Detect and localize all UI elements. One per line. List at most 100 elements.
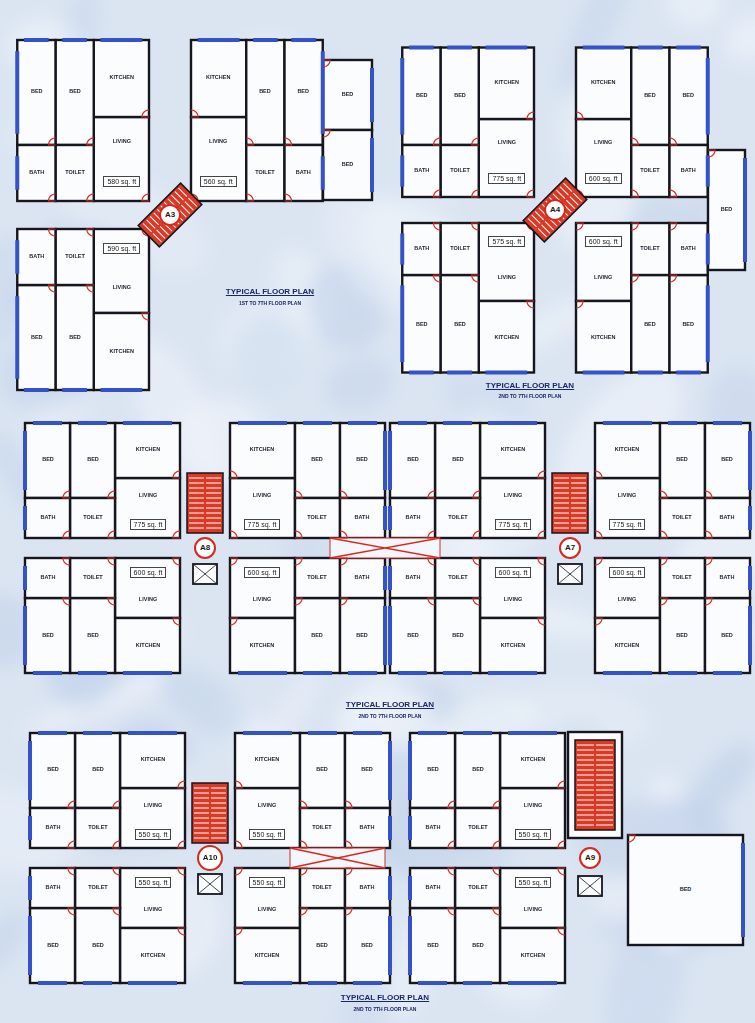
room-name: LIVING bbox=[258, 803, 276, 809]
stair-tread bbox=[596, 790, 613, 791]
stair-tread bbox=[206, 488, 221, 489]
door-swing bbox=[108, 491, 115, 498]
door-swing bbox=[448, 801, 455, 808]
room-walls bbox=[17, 40, 750, 983]
window-line bbox=[388, 506, 392, 530]
door-swing bbox=[527, 190, 534, 197]
door-swing bbox=[340, 598, 347, 605]
door-swing bbox=[473, 598, 480, 605]
wing-circle: A8 bbox=[194, 537, 216, 559]
stair-tread bbox=[577, 755, 594, 756]
room-name: BATH bbox=[296, 170, 311, 176]
room-name: TOILET bbox=[88, 885, 107, 891]
door-swing bbox=[538, 531, 545, 538]
room-name: KITCHEN bbox=[501, 447, 525, 453]
door-swing bbox=[340, 491, 347, 498]
area-box: 550 sq. ft bbox=[515, 877, 552, 888]
area-box: 775 sq. ft bbox=[130, 519, 167, 530]
door-swing bbox=[428, 491, 435, 498]
area-box: 550 sq. ft bbox=[249, 829, 286, 840]
room-wall bbox=[402, 223, 440, 275]
door-swing bbox=[300, 908, 307, 915]
stair-tread bbox=[143, 223, 151, 231]
door-swing bbox=[434, 190, 441, 197]
room-name: BED bbox=[416, 322, 428, 328]
stair-tread bbox=[554, 508, 569, 509]
room-name: BATH bbox=[426, 885, 441, 891]
window-line bbox=[748, 431, 752, 490]
window-line bbox=[383, 606, 387, 665]
stair-tread bbox=[577, 810, 594, 811]
stair-tread bbox=[194, 813, 209, 814]
unit-area: 580 sq. ft bbox=[107, 178, 136, 185]
window-line bbox=[370, 68, 374, 122]
door-swing bbox=[538, 471, 545, 478]
window-line bbox=[23, 431, 27, 490]
room-name: LIVING bbox=[113, 139, 131, 145]
room-wall bbox=[246, 40, 284, 145]
stair-core bbox=[568, 732, 622, 896]
stair-tread bbox=[189, 508, 204, 509]
unit-area: 600 sq. ft bbox=[248, 569, 277, 576]
room-wall bbox=[120, 868, 185, 928]
room-name: BED bbox=[47, 943, 59, 949]
room-wall bbox=[300, 808, 345, 848]
stair-tread bbox=[573, 193, 581, 201]
stair-tread bbox=[188, 198, 196, 206]
room-wall bbox=[479, 119, 534, 197]
window-line bbox=[28, 916, 32, 975]
room-wall bbox=[441, 223, 479, 275]
stair-tread bbox=[175, 192, 183, 200]
stair-tread bbox=[596, 820, 613, 821]
room-wall bbox=[56, 40, 94, 145]
stair-tread bbox=[560, 187, 568, 195]
door-swing bbox=[705, 558, 712, 565]
room-name: LIVING bbox=[139, 597, 157, 603]
stair-core bbox=[138, 183, 202, 247]
room-name: LIVING bbox=[594, 275, 612, 281]
room-name: TOILET bbox=[448, 515, 467, 521]
room-name: LIVING bbox=[618, 597, 636, 603]
lift-cross bbox=[578, 876, 602, 896]
stair-tread bbox=[185, 202, 193, 210]
stair-tread bbox=[535, 211, 543, 219]
window-line bbox=[123, 421, 172, 425]
room-name: BATH bbox=[681, 246, 696, 252]
room-wall bbox=[30, 908, 75, 983]
room-name: TOILET bbox=[83, 575, 102, 581]
stair-tread bbox=[554, 518, 569, 519]
stair-tread bbox=[211, 823, 226, 824]
room-name: BED bbox=[454, 93, 466, 99]
stair-tread bbox=[189, 478, 204, 479]
room-wall bbox=[631, 223, 669, 275]
room-name: TOILET bbox=[640, 246, 659, 252]
room-wall bbox=[75, 908, 120, 983]
room-wall bbox=[295, 423, 340, 498]
room-name: BATH bbox=[414, 168, 429, 174]
door-swing bbox=[230, 471, 237, 478]
room-wall bbox=[480, 423, 545, 478]
room-name: LIVING bbox=[618, 493, 636, 499]
room-name: TOILET bbox=[448, 575, 467, 581]
room-wall bbox=[17, 40, 55, 145]
room-wall bbox=[235, 788, 300, 848]
window-line bbox=[101, 388, 143, 392]
window-line bbox=[443, 671, 472, 675]
room-wall bbox=[191, 40, 246, 117]
window-line bbox=[198, 38, 240, 42]
door-swing bbox=[448, 841, 455, 848]
stair-tread bbox=[577, 775, 594, 776]
stair-tread bbox=[194, 803, 209, 804]
window-line bbox=[638, 371, 663, 375]
door-swing bbox=[178, 928, 185, 935]
room-name: BATH bbox=[406, 575, 421, 581]
stair-tread bbox=[571, 518, 586, 519]
room-name: BED bbox=[407, 633, 419, 639]
room-wall bbox=[340, 423, 385, 498]
door-swing bbox=[300, 841, 307, 848]
window-line bbox=[33, 671, 62, 675]
room-wall bbox=[670, 275, 708, 373]
unit-area: 600 sq. ft bbox=[134, 569, 163, 576]
unit-area: 775 sq. ft bbox=[134, 521, 163, 528]
door-swing bbox=[576, 112, 583, 119]
